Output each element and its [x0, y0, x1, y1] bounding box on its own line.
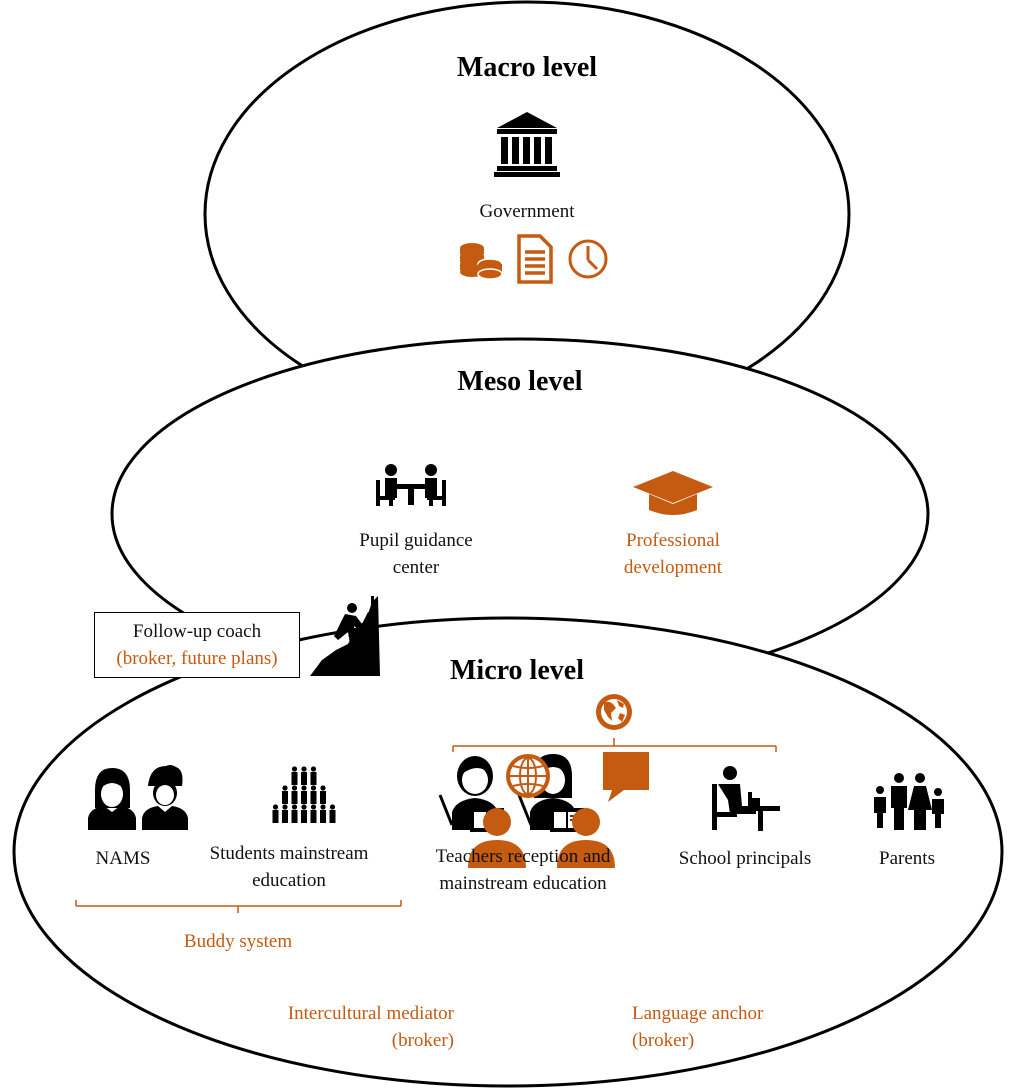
mediator-line1: Intercultural mediator	[287, 1003, 454, 1024]
principals-label: School principals	[678, 848, 812, 869]
students-label: Students mainstream education	[203, 840, 375, 894]
climber-icon	[310, 596, 380, 676]
anchor-line2: (broker)	[632, 1030, 695, 1051]
prof-line2: development	[623, 557, 723, 578]
nams-label: NAMS	[95, 848, 151, 869]
bank-icon	[494, 112, 560, 177]
document-icon	[517, 234, 553, 284]
girl-icon	[88, 768, 136, 830]
pupil-guidance-line2: center	[392, 557, 440, 578]
graduation-cap-icon	[633, 471, 713, 515]
boy-icon	[142, 765, 188, 830]
follow-up-coach-label: Follow-up coach (broker, future plans)	[94, 618, 300, 672]
crowd-icon	[272, 766, 336, 823]
meeting-icon	[376, 464, 446, 506]
pupil-guidance-line1: Pupil guidance	[359, 530, 473, 551]
coach-line1: Follow-up coach	[132, 621, 262, 642]
government-label: Government	[479, 201, 575, 222]
clock-icon	[568, 239, 608, 279]
coins-icon	[460, 243, 503, 280]
anchor-line1: Language anchor	[632, 1003, 764, 1024]
mediator-label: Intercultural mediator (broker)	[244, 1000, 454, 1054]
teachers-label: Teachers reception and mainstream educat…	[414, 843, 632, 897]
teachers-line1: Teachers reception and	[435, 846, 611, 867]
principal-desk-icon	[712, 766, 780, 831]
students-line2: education	[252, 870, 326, 891]
prof-line1: Professional	[626, 530, 720, 551]
meso-heading: Meso level	[457, 366, 583, 397]
pupil-guidance-label: Pupil guidance center	[331, 527, 501, 581]
staff-bracket	[452, 738, 777, 752]
micro-heading: Micro level	[450, 655, 584, 686]
anchor-icon	[557, 752, 649, 868]
parents-label: Parents	[879, 848, 935, 869]
anchor-label: Language anchor (broker)	[632, 1000, 802, 1054]
buddy-system-label: Buddy system	[183, 931, 293, 952]
family-icon	[874, 773, 944, 830]
buddy-bracket	[75, 900, 402, 913]
teachers-line2: mainstream education	[439, 873, 607, 894]
coach-line2: (broker, future plans)	[116, 648, 278, 669]
professional-development-label: Professional development	[593, 527, 753, 581]
macro-heading: Macro level	[456, 52, 598, 83]
globe-icon	[596, 694, 632, 730]
follow-up-coach-box	[94, 612, 300, 678]
students-line1: Students mainstream	[209, 843, 369, 864]
mediator-icon	[468, 754, 550, 868]
mediator-line2: (broker)	[391, 1030, 454, 1051]
